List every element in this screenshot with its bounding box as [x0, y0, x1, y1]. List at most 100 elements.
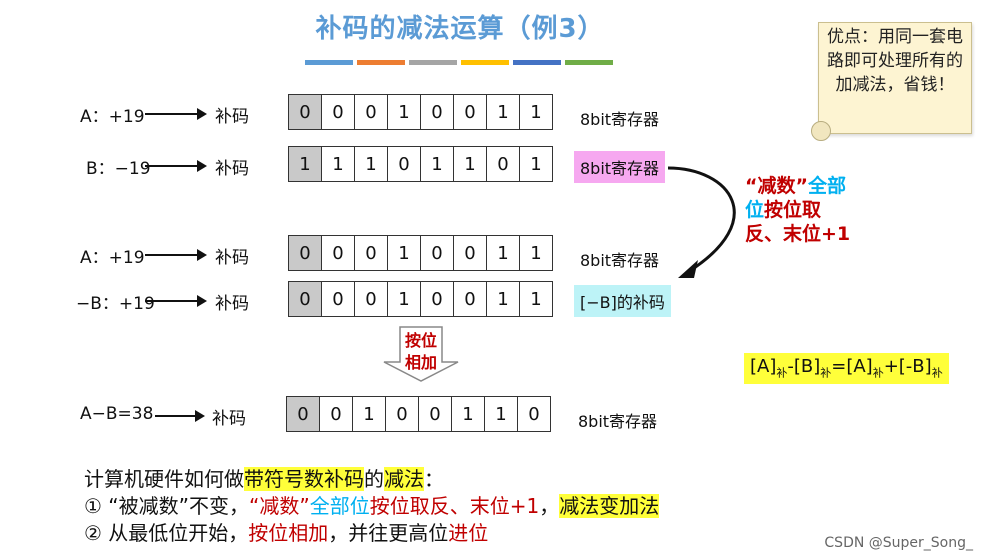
bit-cell: 1 [520, 282, 552, 316]
summary-red: “减数” [249, 494, 310, 518]
down-arrow-icon [383, 326, 459, 382]
explain-invert: 按位取 [764, 199, 822, 221]
bit-cell: 0 [419, 397, 452, 431]
bit-cell: 0 [421, 95, 454, 129]
explain-quote: “减数” [745, 175, 808, 197]
summary-line-3: ② 从最低位开始，按位相加，并往更高位进位 [84, 520, 659, 547]
bit-cell: 1 [487, 282, 520, 316]
stripe-2 [357, 60, 405, 65]
explain-pos: 位 [745, 199, 765, 221]
sticky-note: 优点：用同一套电路即可处理所有的加减法，省钱！ [811, 22, 972, 141]
explain-line-1: “减数”全部 [745, 174, 850, 198]
bit-cell: 0 [320, 397, 353, 431]
row-a2-label: A：+19 [80, 248, 145, 268]
summary-text: ， [539, 494, 560, 518]
watermark: CSDN @Super_Song_ [824, 535, 973, 551]
register-a2: 0 0 0 1 0 0 1 1 [288, 235, 553, 271]
formula-b: -[B] [787, 356, 821, 377]
row-b-label: B：−19 [86, 159, 151, 179]
note-curl-icon [811, 121, 831, 141]
summary-text: 计算机硬件如何做 [84, 467, 244, 491]
add-arrow-text: 按位 相加 [400, 330, 442, 374]
bit-cell: 0 [487, 147, 520, 181]
formula-neg-b: +[-B] [883, 356, 932, 377]
row-a2-arrow-icon [145, 249, 207, 261]
summary-line-2: ① “被减数”不变，“减数”全部位按位取反、末位+1，减法变加法 [84, 493, 660, 520]
formula-a: [A] [750, 356, 777, 377]
row-neg-b-arrow-text: 补码 [215, 294, 249, 314]
row-b-arrow-icon [145, 160, 207, 172]
register-a2-label: 8bit寄存器 [580, 251, 660, 270]
summary-red: 按位取反、末位+1 [369, 494, 540, 518]
bit-cell: 1 [388, 282, 421, 316]
negate-explanation: “减数”全部 位按位取 反、末位+1 [745, 174, 850, 246]
bit-cell: 1 [452, 397, 485, 431]
explain-line-2: 位按位取 [745, 198, 850, 222]
bit-cell: 0 [518, 397, 550, 431]
explain-all-bits: 全部 [807, 175, 846, 197]
bit-cell: 1 [388, 236, 421, 270]
summary-text: ，并往更高位 [328, 521, 449, 545]
bit-cell: 0 [322, 236, 355, 270]
bit-cell: 0 [454, 236, 487, 270]
stripe-5 [513, 60, 561, 65]
row-result-arrow-icon [155, 410, 205, 422]
register-b: 1 1 1 0 1 1 0 1 [288, 146, 553, 182]
summary-red: 按位相加 [248, 521, 329, 545]
add-arrow-line-1: 按位 [404, 331, 437, 350]
bottom-summary: 计算机硬件如何做带符号数补码的减法： ① “被减数”不变，“减数”全部位按位取反… [84, 466, 660, 547]
bit-cell: 1 [388, 95, 421, 129]
bit-cell: 1 [355, 147, 388, 181]
summary-highlight: 减法变加法 [559, 494, 660, 518]
bit-cell: 0 [454, 95, 487, 129]
bit-cell: 1 [520, 147, 552, 181]
formula-sub: 补 [931, 366, 943, 380]
bit-cell: 0 [287, 397, 320, 431]
bit-cell: 1 [487, 236, 520, 270]
row-neg-b-arrow-icon [145, 295, 207, 307]
bit-cell: 0 [322, 95, 355, 129]
formula-eq-a: =[A] [831, 356, 873, 377]
color-stripes [305, 60, 613, 65]
bit-cell: 1 [487, 95, 520, 129]
bit-cell: 1 [289, 147, 322, 181]
summary-highlight: 带符号数补码 [244, 467, 364, 491]
summary-text: ： [424, 467, 444, 491]
slide-title: 补码的减法运算（例3） [315, 14, 605, 44]
stripe-3 [409, 60, 457, 65]
bit-cell: 0 [355, 95, 388, 129]
register-result-label: 8bit寄存器 [578, 412, 658, 431]
summary-line-1: 计算机硬件如何做带符号数补码的减法： [84, 466, 659, 493]
bit-cell: 0 [322, 282, 355, 316]
formula-sub: 补 [820, 366, 832, 380]
bit-cell: 0 [454, 282, 487, 316]
register-neg-b-label: [−B]的补码 [574, 285, 671, 317]
bit-cell: 1 [520, 95, 552, 129]
curved-arrow-icon [667, 166, 736, 278]
bit-cell: 1 [454, 147, 487, 181]
bit-cell: 0 [355, 282, 388, 316]
sticky-note-text: 优点：用同一套电路即可处理所有的加减法，省钱！ [827, 27, 963, 95]
row-a-arrow-icon [145, 108, 207, 120]
add-down-arrow: 按位 相加 [382, 326, 460, 382]
bit-cell: 0 [355, 236, 388, 270]
stripe-6 [565, 60, 613, 65]
bit-cell: 0 [289, 95, 322, 129]
row-a-arrow-text: 补码 [215, 107, 249, 127]
bit-cell: 0 [388, 147, 421, 181]
summary-red: 进位 [448, 521, 489, 545]
register-a-label: 8bit寄存器 [580, 110, 660, 129]
row-a2-arrow-text: 补码 [215, 248, 249, 268]
register-a: 0 0 0 1 0 0 1 1 [288, 94, 553, 130]
row-a-label: A：+19 [80, 107, 145, 127]
bit-cell: 0 [289, 236, 322, 270]
bit-cell: 0 [386, 397, 419, 431]
bit-cell: 0 [421, 282, 454, 316]
summary-text: ① “被减数”不变， [84, 494, 250, 518]
bit-cell: 1 [322, 147, 355, 181]
bit-cell: 1 [353, 397, 386, 431]
subtraction-formula: [A]补-[B]补=[A]补+[-B]补 [744, 353, 949, 384]
formula-sub: 补 [776, 366, 788, 380]
bit-cell: 1 [485, 397, 518, 431]
bit-cell: 0 [421, 236, 454, 270]
